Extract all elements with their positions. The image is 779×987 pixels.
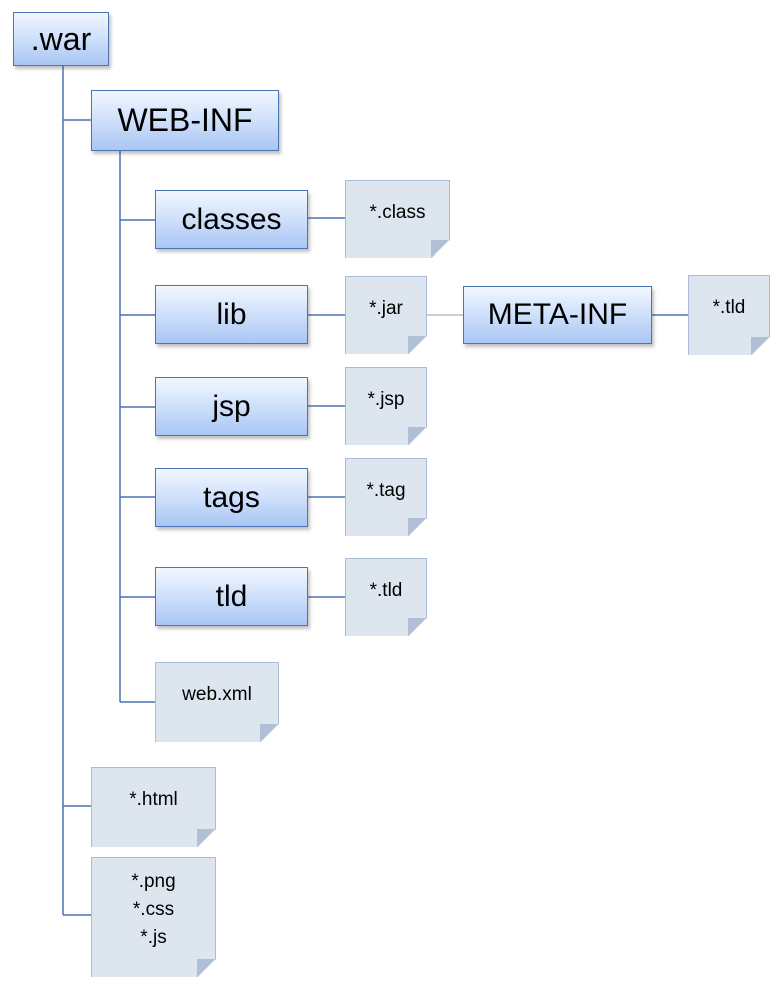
file-jsp-label: *.jsp bbox=[367, 389, 405, 410]
file-web-xml: web.xml bbox=[155, 662, 279, 742]
folder-war-label: .war bbox=[30, 20, 92, 57]
file-tld-label: *.tld bbox=[369, 580, 403, 601]
folder-web-inf-label: WEB-INF bbox=[117, 102, 253, 138]
folder-tags-label: tags bbox=[203, 480, 260, 514]
file-static-js: *.js bbox=[140, 927, 167, 948]
folder-tags: tags bbox=[155, 468, 308, 527]
file-tag-label: *.tag bbox=[366, 480, 406, 501]
file-tag: *.tag bbox=[345, 458, 427, 536]
file-web-xml-label: web.xml bbox=[182, 684, 252, 705]
folder-meta-inf-label: META-INF bbox=[487, 298, 628, 331]
file-jar: *.jar bbox=[345, 276, 427, 354]
file-html: *.html bbox=[91, 767, 216, 847]
folder-meta-inf: META-INF bbox=[463, 286, 652, 344]
file-html-label: *.html bbox=[129, 789, 178, 810]
folder-lib: lib bbox=[155, 285, 308, 344]
folder-lib-label: lib bbox=[216, 297, 247, 331]
file-class-label: *.class bbox=[369, 202, 426, 223]
folder-jsp-label: jsp bbox=[212, 389, 251, 423]
folder-classes-label: classes bbox=[181, 202, 282, 236]
folder-war: .war bbox=[13, 12, 109, 66]
file-tld: *.tld bbox=[345, 558, 427, 636]
file-class: *.class bbox=[345, 180, 450, 258]
file-meta-tld-label: *.tld bbox=[712, 297, 746, 318]
file-static-css: *.css bbox=[132, 899, 175, 920]
folder-jsp: jsp bbox=[155, 377, 308, 436]
file-jsp: *.jsp bbox=[345, 367, 427, 445]
file-meta-tld: *.tld bbox=[688, 275, 770, 355]
folder-classes: classes bbox=[155, 190, 308, 249]
folder-web-inf: WEB-INF bbox=[91, 90, 279, 151]
folder-tld: tld bbox=[155, 567, 308, 626]
folder-tld-label: tld bbox=[215, 579, 248, 613]
file-jar-label: *.jar bbox=[369, 298, 403, 319]
file-static-png: *.png bbox=[131, 871, 176, 892]
file-static: *.png *.css *.js bbox=[91, 857, 216, 977]
